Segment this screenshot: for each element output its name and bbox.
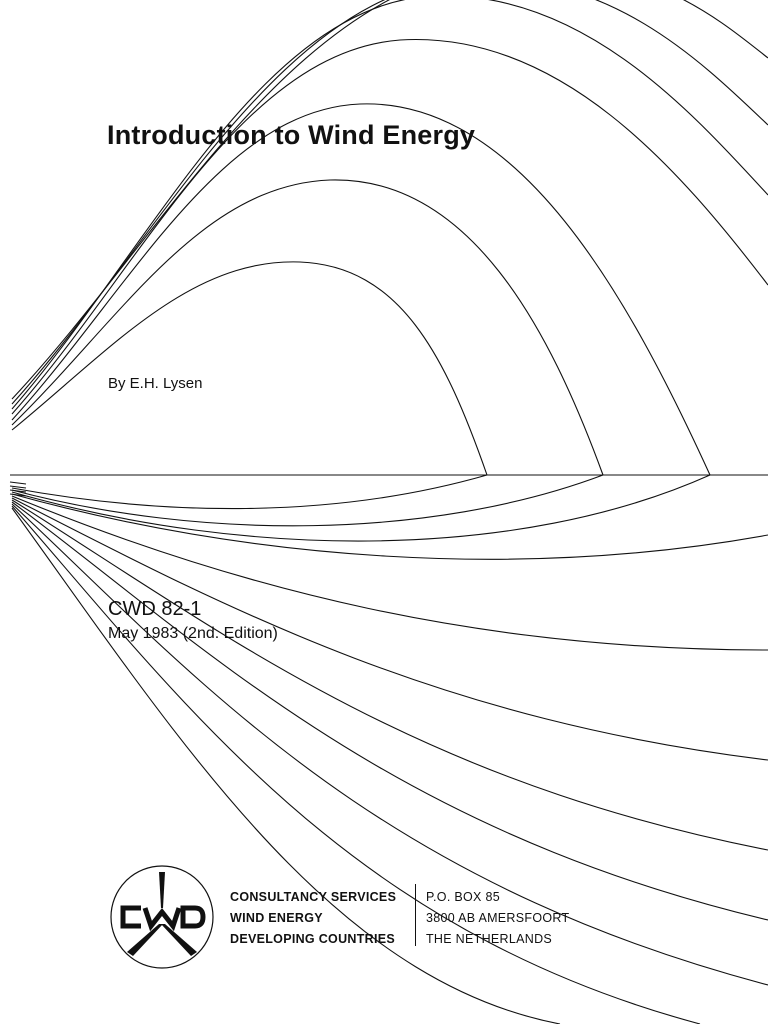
lower-fan-7 xyxy=(11,505,701,1024)
cwd-logo xyxy=(110,865,214,969)
lower-fan-5 xyxy=(11,501,768,921)
lower-closed-2 xyxy=(11,474,604,527)
upper-arch-3 xyxy=(11,103,711,476)
lower-closed-1 xyxy=(11,474,488,510)
left-edge-hatch xyxy=(9,481,27,497)
org-line-1: CONSULTANCY SERVICES xyxy=(230,890,397,904)
address-line-3: THE NETHERLANDS xyxy=(426,932,553,946)
address-line-1: P.O. BOX 85 xyxy=(426,890,500,904)
upper-arc-4 xyxy=(11,0,768,400)
upper-arc-3 xyxy=(11,0,768,405)
lower-fan-6 xyxy=(11,503,768,986)
address-block: P.O. BOX 85 3800 AB AMERSFOORT THE NETHE… xyxy=(426,887,569,950)
upper-arch-1 xyxy=(11,261,488,476)
lower-fan-4 xyxy=(11,499,768,851)
upper-arc-1 xyxy=(11,38,768,415)
lower-fan-8 xyxy=(11,507,561,1024)
address-divider xyxy=(415,884,416,946)
lower-fan-2 xyxy=(11,495,768,651)
document-code: CWD 82-1 xyxy=(108,598,202,620)
upper-arc-2 xyxy=(11,0,768,410)
org-line-2: WIND ENERGY xyxy=(230,911,323,925)
lower-closed-3 xyxy=(11,474,711,542)
org-line-3: DEVELOPING COUNTRIES xyxy=(230,932,396,946)
edition-date: May 1983 (2nd. Edition) xyxy=(108,625,278,642)
organization-block: CONSULTANCY SERVICES WIND ENERGY DEVELOP… xyxy=(230,887,396,950)
lower-fan-1 xyxy=(11,493,768,560)
address-line-2: 3800 AB AMERSFOORT xyxy=(426,911,570,925)
document-title: Introduction to Wind Energy xyxy=(107,120,476,150)
upper-arch-2 xyxy=(11,179,604,476)
author-line: By E.H. Lysen xyxy=(108,375,203,392)
lower-fan-3 xyxy=(11,497,768,761)
